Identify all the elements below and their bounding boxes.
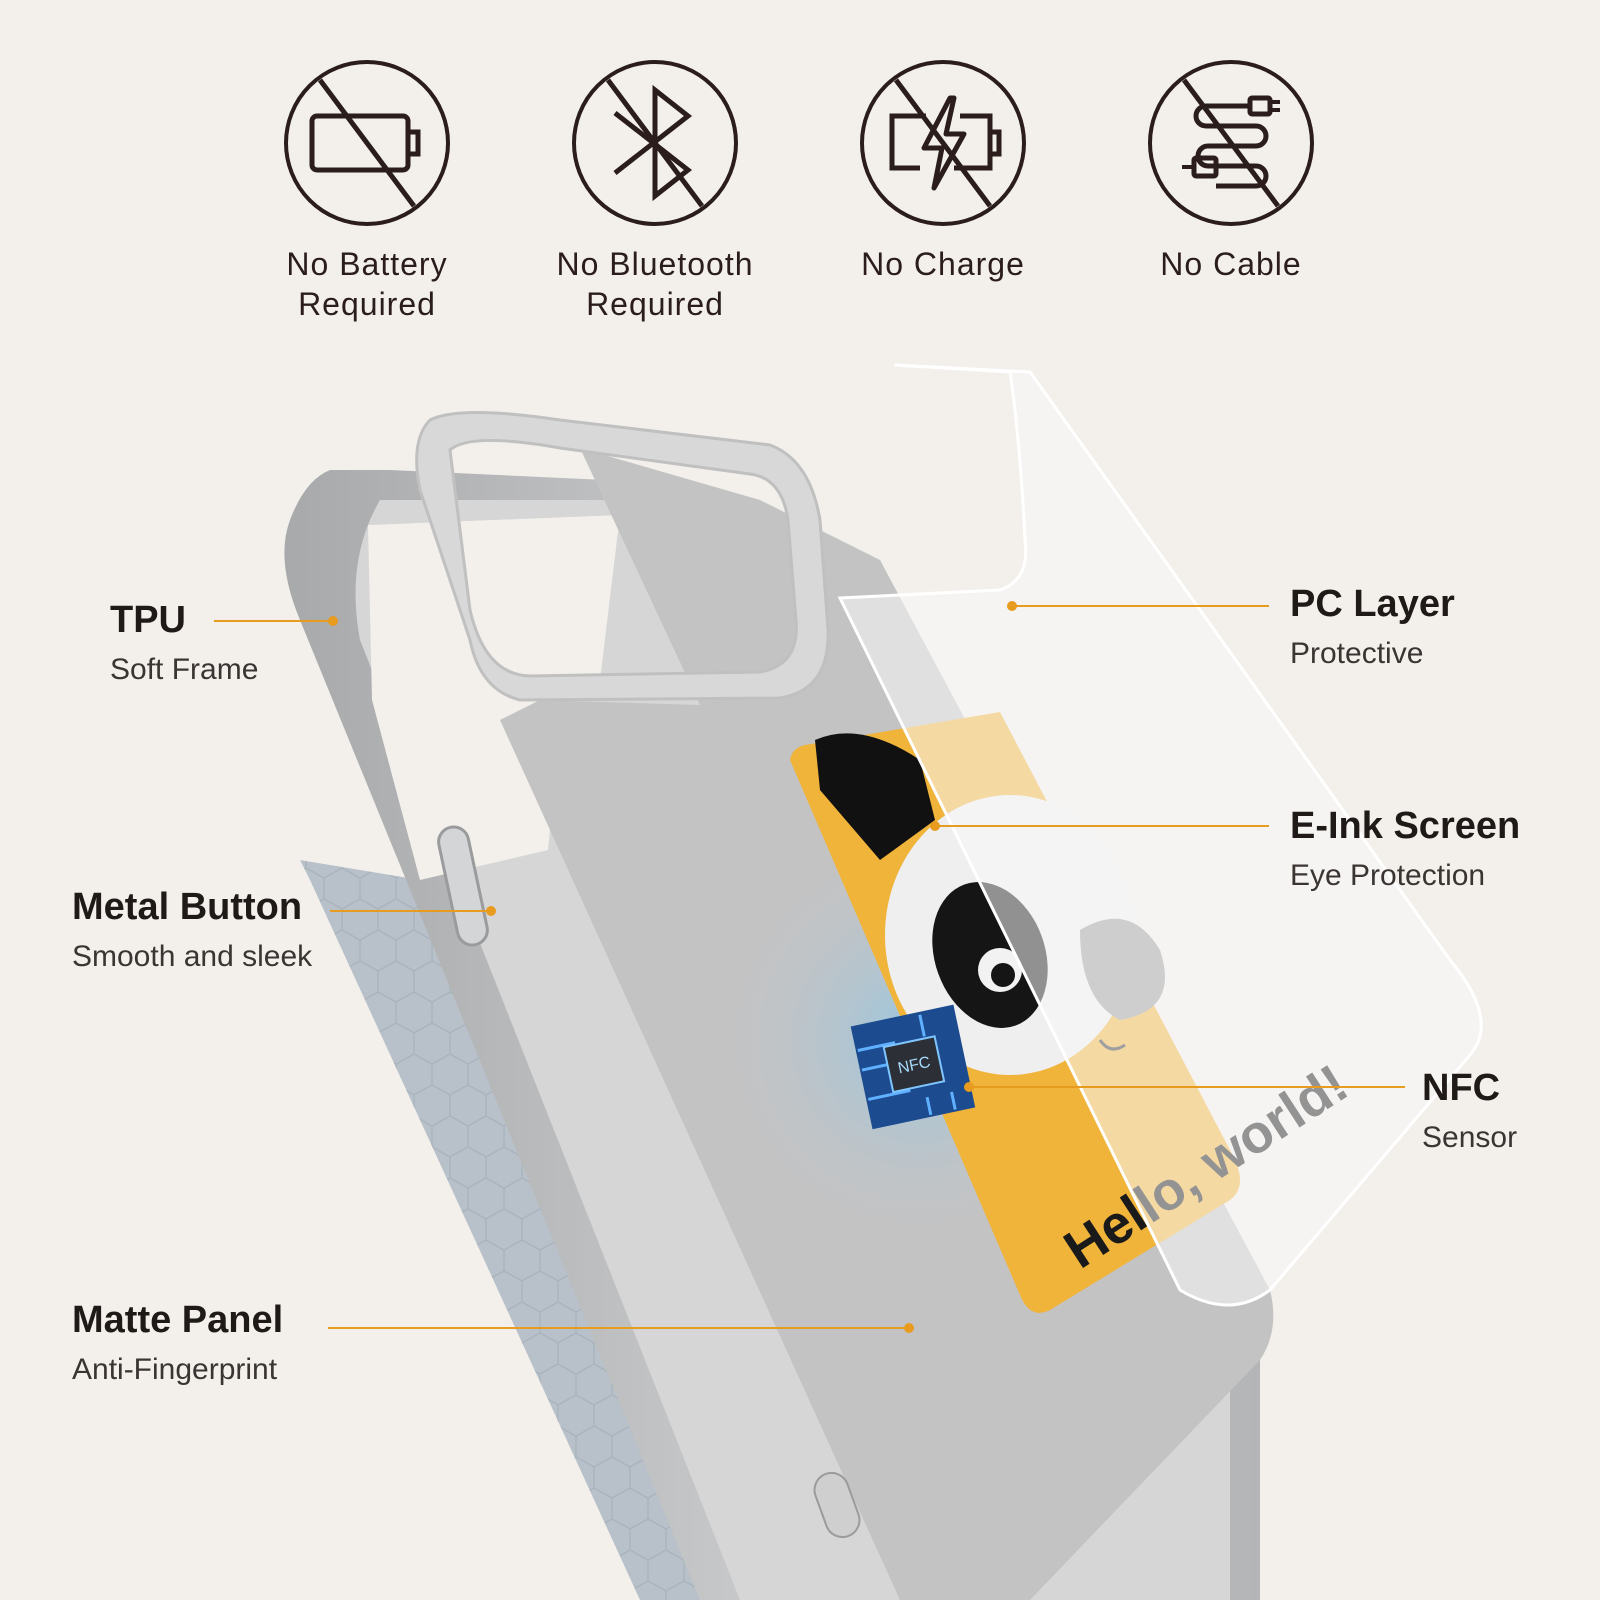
feature-label: No Charge	[861, 246, 1025, 282]
nfc-chip-part: NFC	[850, 1004, 976, 1130]
callout-subtitle: Sensor	[1422, 1121, 1518, 1154]
no-cable-icon	[1148, 60, 1314, 226]
tpu-leader-line	[214, 620, 334, 622]
feature-no-battery: No Battery Required	[237, 58, 497, 324]
callout-subtitle: Soft Frame	[110, 653, 259, 686]
feature-no-cable: No Cable	[1101, 58, 1361, 284]
no-charge-icon	[860, 60, 1026, 226]
callout-subtitle: Smooth and sleek	[72, 940, 313, 973]
tpu-dot	[328, 616, 338, 626]
callout-metal-button: Metal Button Smooth and sleek	[72, 885, 312, 975]
feature-label: No Cable	[1160, 246, 1302, 282]
pc-layer-part	[837, 363, 1483, 1307]
nfc-chip-label: NFC	[896, 1054, 932, 1077]
pc-layer-leader-line	[1013, 605, 1269, 607]
callout-title: E-Ink Screen	[1290, 805, 1521, 847]
eink-leader-line	[936, 825, 1269, 827]
matte-panel-leader-line	[328, 1327, 910, 1329]
callout-title: PC Layer	[1290, 583, 1455, 625]
pc-layer-dot	[1007, 601, 1017, 611]
feature-label: No Bluetooth Required	[556, 246, 754, 322]
callout-subtitle: Protective	[1290, 637, 1424, 670]
callout-nfc: NFC Sensor	[1422, 1066, 1517, 1156]
no-bluetooth-icon	[572, 60, 738, 226]
metal-button-part	[437, 825, 489, 947]
matte-panel-dot	[904, 1323, 914, 1333]
feature-no-charge: No Charge	[813, 58, 1073, 284]
feature-no-bluetooth: No Bluetooth Required	[525, 58, 785, 324]
callout-matte-panel: Matte Panel Anti-Fingerprint	[72, 1298, 283, 1388]
no-battery-icon	[284, 60, 450, 226]
callout-eink-screen: E-Ink Screen Eye Protection	[1290, 804, 1520, 894]
eink-dot	[930, 821, 940, 831]
camera-ring	[415, 411, 830, 702]
nfc-dot	[964, 1082, 974, 1092]
callout-title: TPU	[110, 599, 186, 641]
callout-subtitle: Anti-Fingerprint	[72, 1353, 278, 1386]
lanyard-hole	[813, 1471, 861, 1539]
callout-title: Metal Button	[72, 886, 303, 928]
callout-tpu: TPU Soft Frame	[110, 598, 258, 688]
callout-pc-layer: PC Layer Protective	[1290, 582, 1455, 672]
callout-subtitle: Eye Protection	[1290, 859, 1486, 892]
feature-label: No Battery Required	[286, 246, 448, 322]
callout-title: NFC	[1422, 1067, 1501, 1109]
metal-button-leader-line	[330, 910, 492, 912]
metal-button-dot	[486, 906, 496, 916]
callout-title: Matte Panel	[72, 1299, 284, 1341]
nfc-leader-line	[970, 1086, 1405, 1088]
